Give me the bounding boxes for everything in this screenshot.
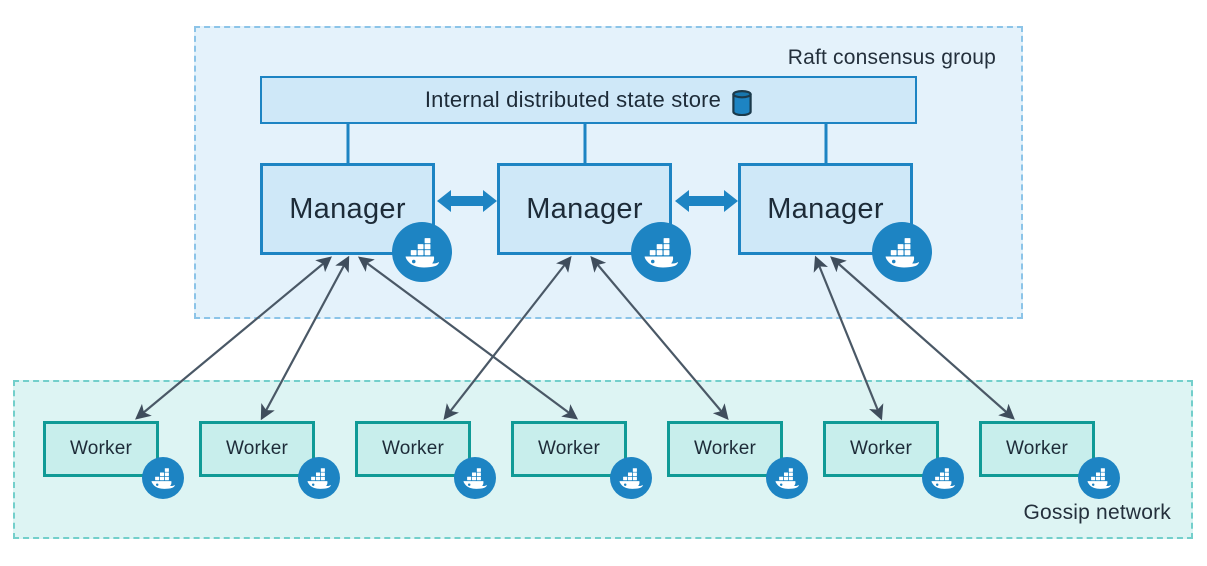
docker-whale-icon bbox=[142, 457, 184, 499]
docker-whale-icon bbox=[872, 222, 932, 282]
worker-node-2: Worker bbox=[199, 421, 315, 477]
database-cylinder-icon bbox=[732, 89, 752, 117]
docker-whale-icon bbox=[610, 457, 652, 499]
docker-whale-icon bbox=[631, 222, 691, 282]
worker-label: Worker bbox=[1005, 438, 1069, 459]
worker-node-7: Worker bbox=[979, 421, 1095, 477]
state-store-label: Internal distributed state store bbox=[424, 87, 722, 112]
gossip-group-label: Gossip network bbox=[1023, 501, 1171, 524]
raft-group-label: Raft consensus group bbox=[787, 46, 996, 69]
worker-label: Worker bbox=[225, 438, 289, 459]
docker-whale-icon bbox=[766, 457, 808, 499]
worker-label: Worker bbox=[381, 438, 445, 459]
docker-whale-icon bbox=[392, 222, 452, 282]
worker-node-1: Worker bbox=[43, 421, 159, 477]
internal-state-store-box: Internal distributed state store bbox=[260, 76, 917, 124]
manager-label: Manager bbox=[526, 192, 643, 225]
worker-label: Worker bbox=[69, 438, 133, 459]
docker-whale-icon bbox=[1078, 457, 1120, 499]
docker-whale-icon bbox=[298, 457, 340, 499]
worker-label: Worker bbox=[693, 438, 757, 459]
worker-node-5: Worker bbox=[667, 421, 783, 477]
manager-label: Manager bbox=[289, 192, 406, 225]
manager-node-1: Manager bbox=[260, 163, 435, 255]
docker-whale-icon bbox=[922, 457, 964, 499]
worker-label: Worker bbox=[849, 438, 913, 459]
docker-whale-icon bbox=[454, 457, 496, 499]
worker-node-6: Worker bbox=[823, 421, 939, 477]
worker-node-4: Worker bbox=[511, 421, 627, 477]
worker-label: Worker bbox=[537, 438, 601, 459]
worker-node-3: Worker bbox=[355, 421, 471, 477]
manager-label: Manager bbox=[767, 192, 884, 225]
